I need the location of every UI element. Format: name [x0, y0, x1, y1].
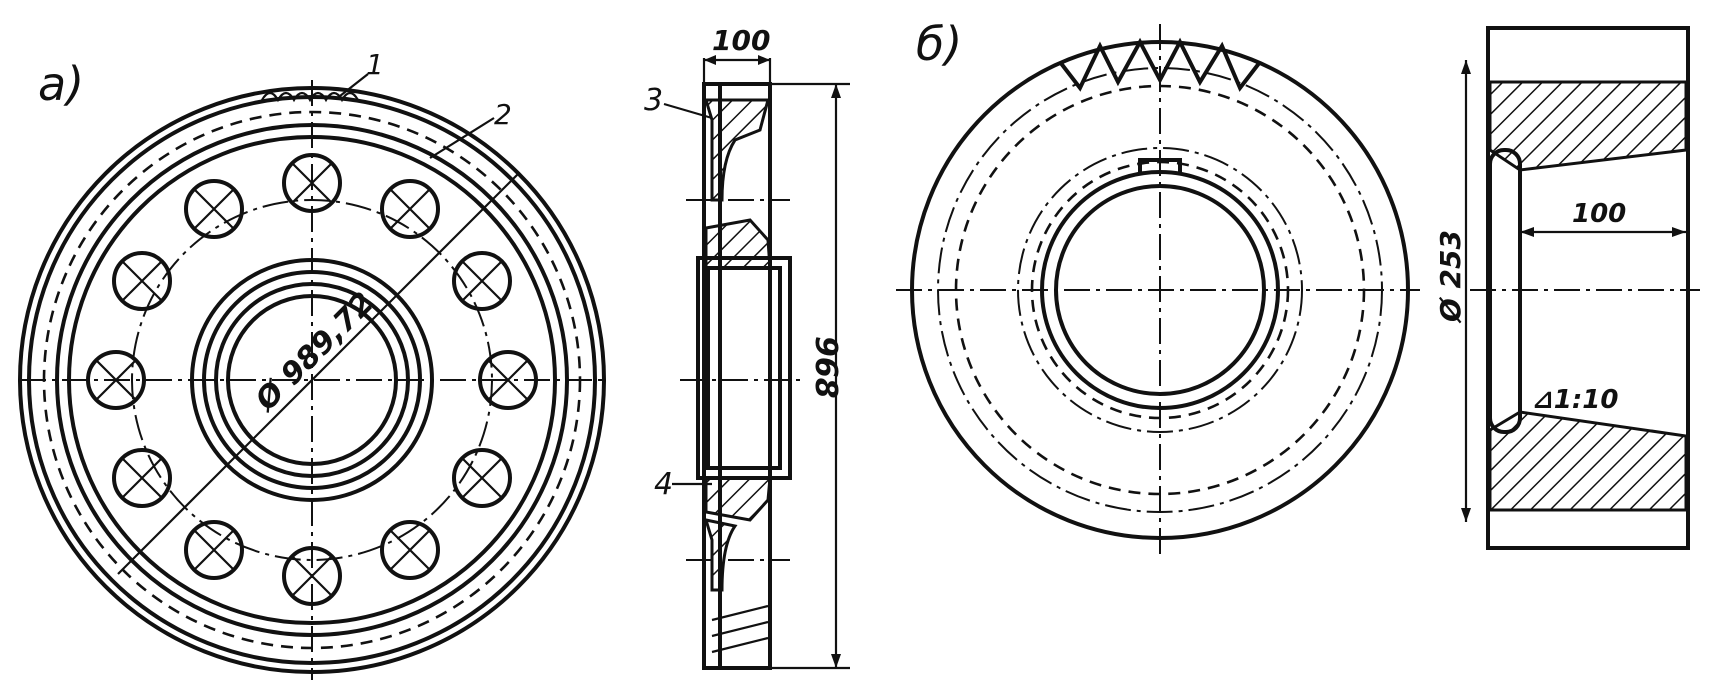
hatch-rim-top — [703, 98, 770, 202]
view-b-section: 100 Ø 253 ⊿1:10 — [1434, 26, 1700, 550]
callout-2: 2 — [494, 98, 512, 131]
hub-centerline-circle — [1017, 147, 1303, 433]
hatch-hub-bottom — [704, 476, 772, 522]
callout-3: 3 — [644, 83, 663, 118]
hatch-hub-top — [704, 218, 772, 270]
hub-section — [696, 256, 792, 480]
view-a-section: 100 968 3 4 — [644, 24, 850, 670]
bottom-teeth-sketch — [711, 604, 769, 654]
diameter-a-text: Ø 989,72 — [247, 286, 380, 419]
callout-3-leader — [663, 102, 713, 120]
view-b-label: б) — [916, 17, 962, 71]
hole — [452, 251, 512, 311]
callout-2-leader — [429, 117, 495, 159]
hole — [380, 179, 440, 239]
hole — [184, 179, 244, 239]
bore-length-text: 100 — [1572, 199, 1626, 229]
width-a-text: 100 — [712, 24, 770, 57]
hole — [112, 251, 172, 311]
diameter-b-text: Ø 253 — [1434, 230, 1467, 324]
hatch-pinion-bottom — [1488, 410, 1688, 512]
view-a-front: а) — [18, 48, 606, 680]
hatch-pinion-top — [1488, 80, 1688, 172]
rim-section — [702, 82, 772, 670]
taper-text: ⊿1:10 — [1532, 385, 1618, 415]
hole — [380, 520, 440, 580]
hole — [452, 448, 512, 508]
view-a-label: а) — [38, 57, 84, 111]
hole — [184, 520, 244, 580]
diameter-line — [117, 173, 519, 575]
view-b-front: б) — [896, 17, 1420, 560]
teeth-detail — [261, 91, 359, 103]
callout-4: 4 — [654, 467, 673, 502]
height-a-text: 968 — [808, 336, 843, 399]
callout-1: 1 — [366, 48, 384, 81]
callout-1-leader — [339, 73, 369, 97]
hatch-rim-bottom — [703, 518, 738, 592]
hole — [112, 448, 172, 508]
